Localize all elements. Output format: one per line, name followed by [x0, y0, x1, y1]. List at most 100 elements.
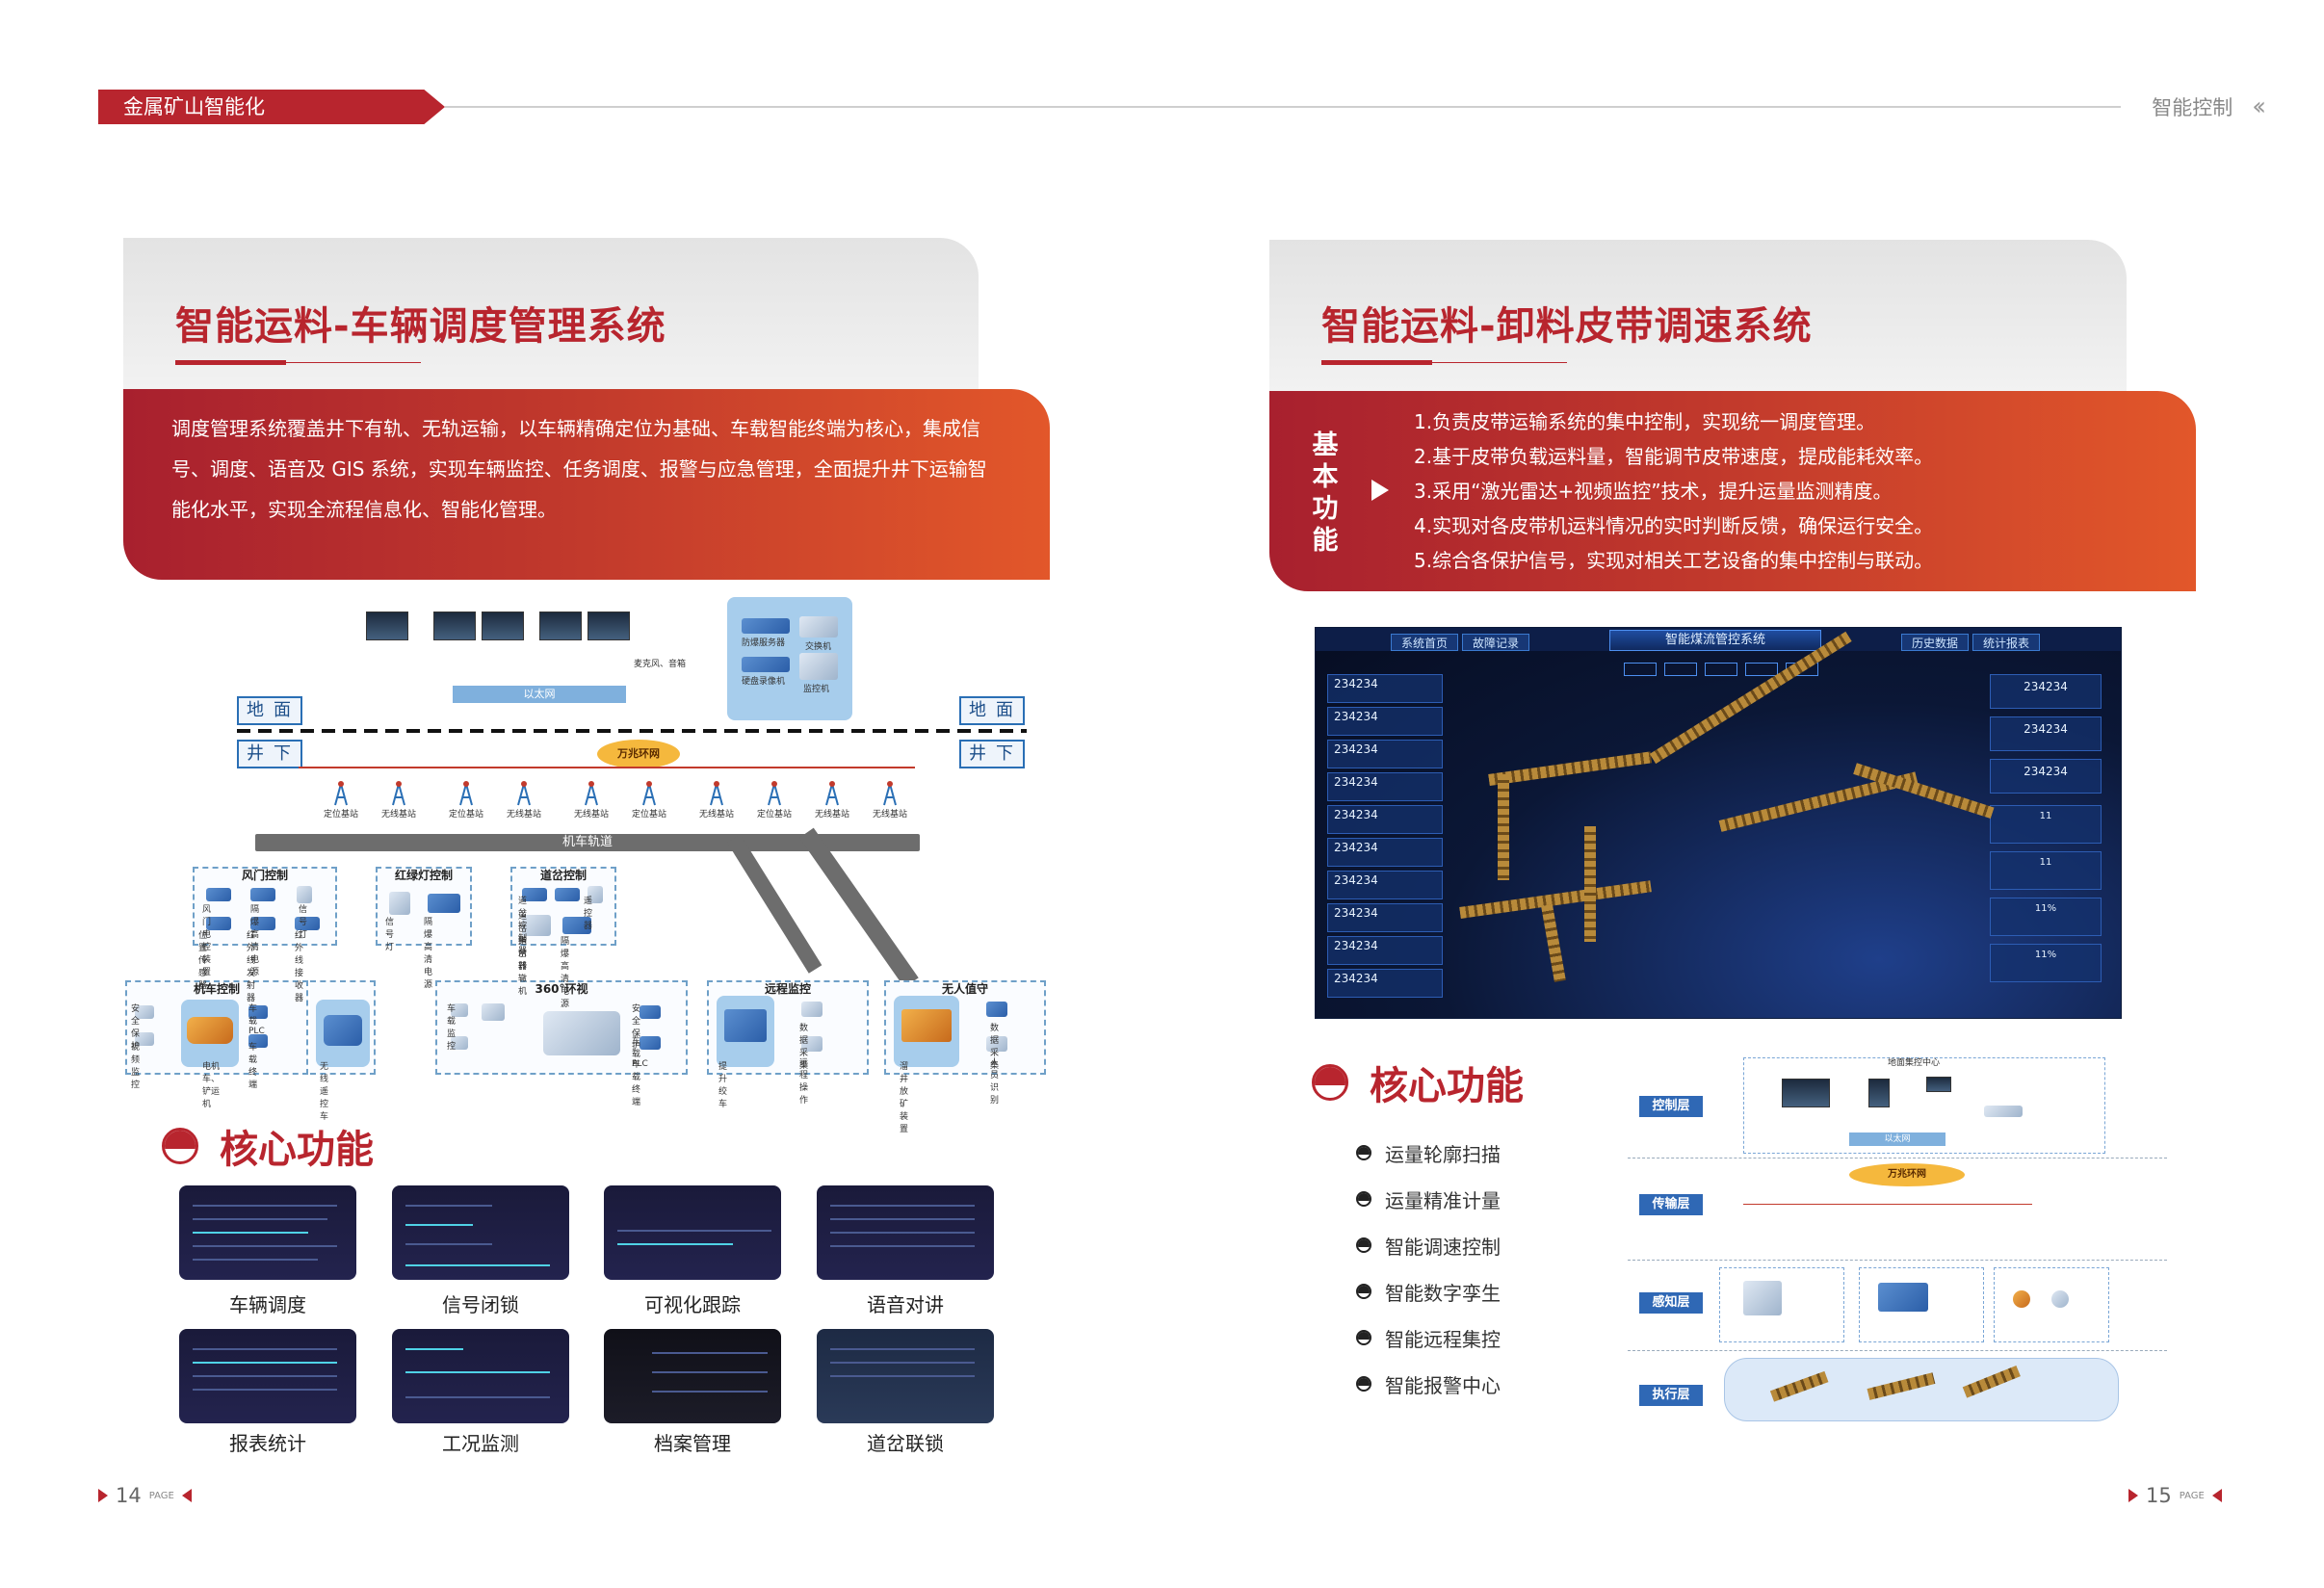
core-function-icon	[1312, 1064, 1348, 1101]
tower-label: 无线基站	[814, 810, 849, 820]
wireless-tower-icon	[761, 780, 788, 807]
dashboard-card: 234234	[1327, 805, 1443, 834]
group-item-label: 道岔指示器	[518, 912, 528, 972]
group-item-label: 安全保护	[632, 1004, 641, 1052]
camera-icon	[2013, 1290, 2030, 1308]
device-icon	[206, 917, 231, 930]
function-item: 1.负责皮带运输系统的集中控制，实现统一调度管理。	[1414, 410, 1876, 433]
diagram-item-label: 交换机	[805, 642, 832, 652]
diagram-item-label: 监控机	[803, 685, 830, 694]
group-item-label: 隔爆高清电源	[561, 937, 570, 1009]
group-item-label: 视频监控	[131, 1043, 141, 1090]
group-item-label: 提升绞车	[718, 1062, 728, 1109]
track-branch	[727, 834, 823, 974]
tab-reports[interactable]: 统计报表	[1972, 634, 2040, 651]
chute-icon	[901, 1009, 952, 1042]
tab-home[interactable]: 系统首页	[1391, 634, 1458, 651]
diagram-item-label: 麦克风、音箱	[634, 660, 687, 669]
page-word: PAGE	[148, 1490, 174, 1501]
sensor-box	[1859, 1267, 1984, 1342]
thumb-label: 语音对讲	[867, 1293, 944, 1316]
switch-interlock-thumb[interactable]	[817, 1329, 994, 1423]
tab-faults[interactable]: 故障记录	[1462, 634, 1529, 651]
wireless-tower-icon	[636, 780, 663, 807]
device-icon	[801, 1002, 823, 1017]
device-icon	[248, 1005, 268, 1019]
basic-function-list: 1.负责皮带运输系统的集中控制，实现统一调度管理。 2.基于皮带负载运料量，智能…	[1414, 404, 1933, 578]
locomotive-control-group: 机车控制	[125, 980, 308, 1075]
wireless-tower-icon	[453, 780, 480, 807]
camera-icon	[451, 1003, 468, 1017]
thumb-label: 道岔联锁	[867, 1432, 944, 1455]
report-stats-thumb[interactable]	[179, 1329, 356, 1423]
group-item-label: 隔爆高清电源	[424, 918, 433, 990]
layer-label-control: 控制层	[1639, 1096, 1703, 1117]
tower-label: 定位基站	[448, 810, 483, 820]
voice-intercom-thumb[interactable]	[817, 1185, 994, 1280]
right-section-title: 智能运料-卸料皮带调速系统	[1321, 304, 1813, 349]
group-item-label: 电机车、铲运机	[202, 1062, 221, 1109]
dashboard-button[interactable]	[1624, 663, 1657, 676]
monitor-screen-icon	[366, 612, 408, 640]
archive-manage-thumb[interactable]	[604, 1329, 781, 1423]
surface-label-left: 地面	[237, 696, 302, 725]
function-item: 2.基于皮带负载运料量，智能调节皮带速度，提成能耗效率。	[1414, 445, 1934, 468]
right-core-heading: 核心功能	[1312, 1054, 1524, 1110]
bullet-icon	[1356, 1330, 1371, 1345]
condition-monitor-thumb[interactable]	[392, 1329, 569, 1423]
lidar-device-icon	[1878, 1283, 1928, 1312]
dashboard-button[interactable]	[1745, 663, 1778, 676]
device-icon	[250, 917, 275, 930]
workstation-icon	[1868, 1079, 1890, 1107]
device-icon	[248, 1034, 268, 1048]
monitor-screen-icon	[433, 612, 476, 640]
wireless-tower-icon	[876, 780, 903, 807]
dashboard-right-card: 234234	[1990, 674, 2102, 709]
vehicle-dispatch-thumb[interactable]	[179, 1185, 356, 1280]
group-item-label: 遥控器	[584, 897, 593, 931]
function-item: 4.实现对各皮带机运料情况的实时判断反馈，确保运行安全。	[1414, 514, 1934, 537]
dashboard-card: 234234	[1327, 838, 1443, 867]
backbone-line	[299, 767, 915, 768]
bullet-icon	[1356, 1284, 1371, 1299]
bullet-icon	[1356, 1237, 1371, 1253]
control-center-label: 地面集控中心	[1888, 1058, 1941, 1068]
device-icon	[206, 888, 231, 901]
device-icon	[986, 1002, 1007, 1017]
left-core-heading: 核心功能	[162, 1118, 374, 1174]
monitor-pc-icon	[799, 653, 838, 680]
left-title-underline	[175, 360, 421, 365]
dashboard-right-card: 234234	[1990, 759, 2102, 794]
signal-lock-thumb[interactable]	[392, 1185, 569, 1280]
dashboard-card: 234234	[1327, 903, 1443, 932]
group-title: 风门控制	[241, 869, 288, 882]
group-title: 机车控制	[193, 982, 240, 996]
camera-icon	[2051, 1290, 2069, 1308]
dashboard-card: 234234	[1327, 707, 1443, 736]
device-icon	[640, 1036, 661, 1050]
thumb-label: 车辆调度	[229, 1293, 306, 1316]
device-icon	[295, 917, 320, 930]
group-item-label: 人员识别	[990, 1058, 1000, 1106]
visual-tracking-thumb[interactable]	[604, 1185, 781, 1280]
underground-label-left: 井下	[237, 740, 302, 768]
dashboard-gauge-card: 11	[1990, 851, 2102, 890]
dashboard-card: 234234	[1327, 772, 1443, 801]
triangle-right-icon	[98, 1489, 108, 1502]
double-chevron-left-icon: ‹‹	[2252, 92, 2266, 121]
dashboard-button[interactable]	[1664, 663, 1697, 676]
control-center-box	[1743, 1057, 2105, 1154]
server-icon	[742, 618, 790, 634]
dashboard-button[interactable]	[1705, 663, 1737, 676]
tower-label: 定位基站	[323, 810, 358, 820]
tab-history[interactable]: 历史数据	[1901, 634, 1969, 651]
group-title: 道岔控制	[539, 869, 587, 882]
group-item-label: 车载PLC	[248, 1004, 265, 1036]
wireless-tower-icon	[578, 780, 605, 807]
device-icon	[801, 1036, 823, 1052]
group-item-label: 信号灯	[385, 918, 395, 952]
device-icon	[250, 888, 275, 901]
diagram-item-label: 硬盘录像机	[742, 677, 786, 687]
signal-light-icon	[389, 892, 410, 915]
device-icon	[135, 1005, 154, 1019]
